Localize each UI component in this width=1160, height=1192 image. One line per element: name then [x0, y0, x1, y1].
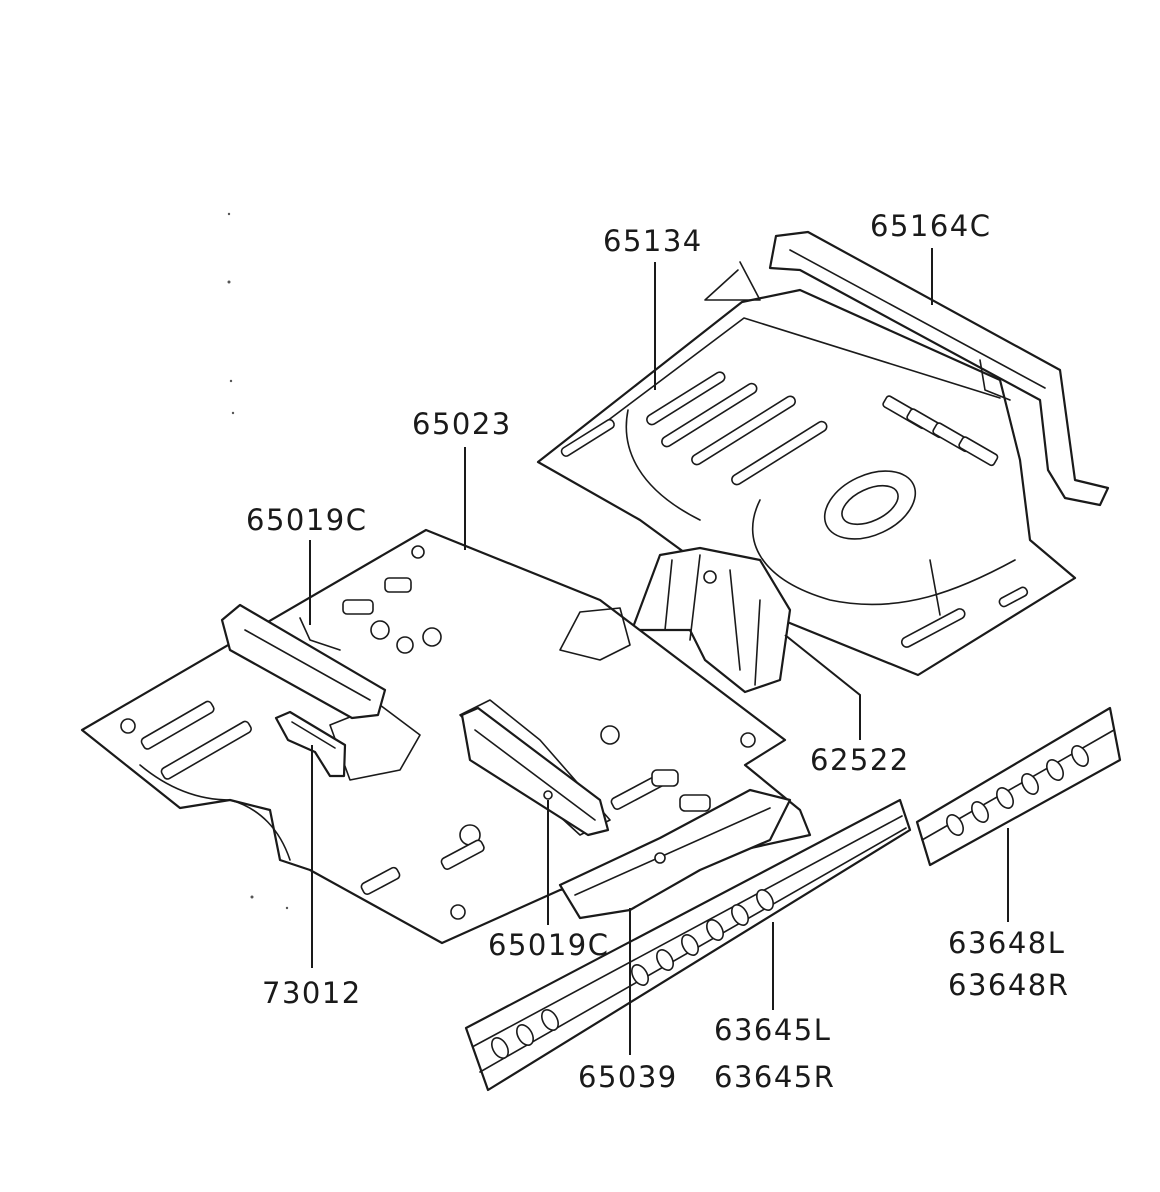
scan-specks [227, 212, 289, 910]
label-62522: 62522 [810, 743, 910, 777]
rear-floor-slots [560, 371, 1029, 648]
rear-side-sill [915, 706, 1122, 867]
label-65019C-lower: 65019C [488, 928, 610, 962]
rear-crossmember [704, 230, 1110, 507]
sill-extension [558, 788, 792, 920]
label-63645R: 63645R [714, 1060, 835, 1094]
rear-floor-pan [536, 288, 1077, 677]
front-crossmember-upper [220, 603, 387, 720]
label-65134: 65134 [603, 224, 703, 258]
label-63645L: 63645L [714, 1013, 831, 1047]
rear-side-sill-holes [946, 745, 1089, 836]
front-floor-slots [140, 577, 711, 895]
label-65019C-upper: 65019C [246, 503, 368, 537]
label-73012: 73012 [262, 976, 362, 1010]
front-floor-holes [120, 545, 756, 920]
front-crossmember-lower [460, 706, 610, 837]
leader-lines [309, 248, 1009, 1055]
label-65039: 65039 [578, 1060, 678, 1094]
part-labels: 65134 65164C 65023 65019C 62522 65019C 7… [246, 209, 1069, 1094]
leader-62522 [784, 634, 861, 740]
side-sill [464, 798, 912, 1092]
label-65164C: 65164C [870, 209, 992, 243]
side-sill-holes [491, 889, 774, 1059]
label-63648R: 63648R [948, 968, 1069, 1002]
seat-bracket [274, 710, 347, 778]
label-65023: 65023 [412, 407, 512, 441]
label-63648L: 63648L [948, 926, 1065, 960]
center-bracket [630, 546, 792, 694]
